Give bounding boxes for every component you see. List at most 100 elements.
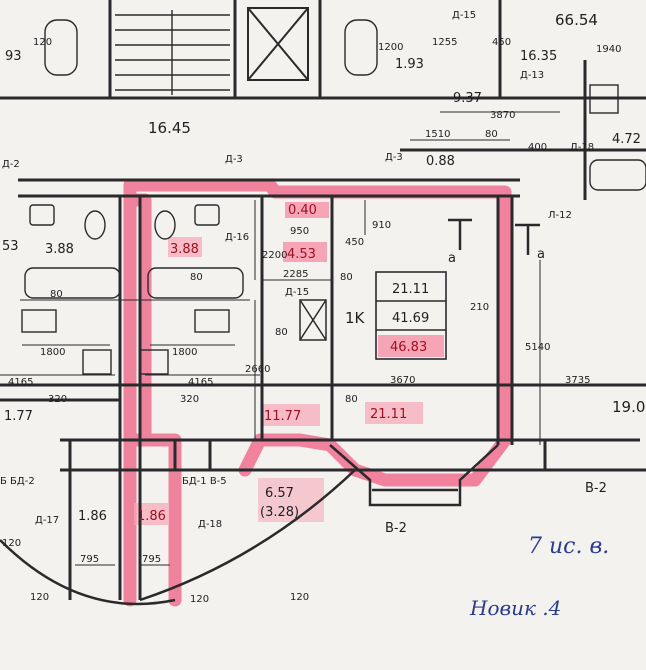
label-1800-b: 1800	[172, 347, 197, 358]
label-4165-a: 4165	[8, 377, 33, 388]
label-3-88-b: 3.88	[170, 242, 199, 257]
label-3870: 3870	[490, 110, 515, 121]
label-1-86-b: 1.86	[137, 509, 166, 524]
lift-shaft-2	[299, 299, 327, 341]
label-80-c: 80	[340, 272, 353, 283]
label-l12: Л-12	[548, 210, 572, 221]
label-d18-b: Д-18	[198, 519, 222, 530]
label-21-11: 21.11	[370, 407, 407, 422]
kitchen-sink-icon	[194, 309, 230, 333]
dimension-lines	[0, 111, 560, 566]
handwriting-note-1: 7 ис. в.	[528, 534, 609, 559]
bathtub-right-icon	[589, 159, 646, 191]
label-3-88-a: 3.88	[45, 242, 74, 257]
label-120: 120	[33, 37, 52, 48]
sink-icon	[84, 210, 106, 240]
lift-diag-2	[247, 7, 309, 81]
bathtub-icon	[147, 267, 244, 299]
label-d3-a: Д-3	[225, 154, 243, 165]
summary-total-area: 41.69	[392, 311, 429, 326]
label-3735: 3735	[565, 375, 590, 386]
walls	[0, 0, 646, 600]
sink-top-right-icon	[589, 84, 619, 114]
label-80-e: 80	[345, 394, 358, 405]
label-1-86-a: 1.86	[78, 509, 107, 524]
kitchen-sink-icon	[21, 309, 57, 333]
bay-left	[329, 444, 499, 507]
highlight-cell-11-77	[262, 404, 320, 426]
label-2285: 2285	[283, 269, 308, 280]
toilet-icon	[194, 204, 220, 226]
label-1800-a: 1800	[40, 347, 65, 358]
label-210: 210	[470, 302, 489, 313]
label-910: 910	[372, 220, 391, 231]
shaft-small-d2	[299, 299, 327, 341]
label-2660: 2660	[245, 364, 270, 375]
section-letter-a-2: a	[537, 247, 545, 262]
lift-box	[247, 7, 309, 81]
label-320-b: 320	[180, 394, 199, 405]
label-120-d: 120	[290, 592, 309, 603]
label-d2: Д-2	[2, 159, 20, 170]
label-d18-right: Д-18	[570, 142, 594, 153]
label-1-77: 1.77	[4, 409, 33, 424]
label-80-d: 80	[275, 327, 288, 338]
label-120-b: 120	[30, 592, 49, 603]
label-120-c: 120	[190, 594, 209, 605]
label-b2-a: В-2	[385, 521, 407, 536]
label-4-53: 4.53	[287, 247, 316, 262]
label-450: 450	[492, 37, 511, 48]
label-hall: 16.45	[148, 119, 191, 137]
toilet-top-icon	[44, 19, 78, 76]
highlight-cell-6-57	[258, 478, 324, 522]
label-4-72: 4.72	[612, 132, 641, 147]
highlight-bath-wall	[123, 193, 152, 447]
label-1200: 1200	[378, 42, 403, 53]
label-3-28: (3.28)	[260, 505, 299, 520]
shaft-small	[299, 299, 327, 341]
label-4165-b: 4165	[188, 377, 213, 388]
summary-living-area: 21.11	[392, 282, 429, 297]
stove-icon	[82, 349, 112, 375]
fixtures	[21, 19, 646, 375]
balcony-arc-left	[0, 539, 176, 606]
label-120-a: 120	[2, 538, 21, 549]
label-19: 19.0	[612, 398, 645, 416]
toilet-icon	[29, 204, 55, 226]
label-1510: 1510	[425, 129, 450, 140]
label-bd1: БД-1 В-5	[182, 476, 227, 487]
highlight-cell-21-11	[365, 402, 423, 424]
balcony-arc-right	[139, 469, 356, 602]
label-bd2: Б БД-2	[0, 476, 35, 487]
label-3670: 3670	[390, 375, 415, 386]
label-0-40: 0.40	[288, 203, 317, 218]
label-80-a: 80	[50, 289, 63, 300]
label-1940: 1940	[596, 44, 621, 55]
labels: 66.54 93 120 1200 1.93 Д-15 Д-13 1255 45…	[0, 10, 645, 620]
label-450-b: 450	[345, 237, 364, 248]
label-80-top: 80	[485, 129, 498, 140]
staircase	[115, 10, 230, 95]
label-d3-b: Д-3	[385, 152, 403, 163]
label-0-88: 0.88	[426, 154, 455, 169]
label-1-93: 1.93	[395, 57, 424, 72]
label-d15: Д-15	[452, 10, 476, 21]
sink-icon	[154, 210, 176, 240]
bay-window	[329, 444, 499, 507]
highlight-cell-1-86	[134, 503, 168, 525]
label-16-35: 16.35	[520, 49, 557, 64]
label-795-b: 795	[142, 554, 161, 565]
label-d13: Д-13	[520, 70, 544, 81]
label-80-b: 80	[190, 272, 203, 283]
highlight-cell-0-40	[285, 202, 329, 218]
handwriting-note-2: Новик .4	[469, 596, 561, 620]
stove-icon	[139, 349, 169, 375]
label-93: 93	[5, 49, 22, 64]
section-markers	[448, 218, 540, 255]
summary-table-frame	[375, 271, 447, 360]
label-d16: Д-16	[225, 232, 249, 243]
label-1k: 1K	[345, 309, 366, 327]
highlight-cell-46-83	[378, 335, 444, 357]
label-b2-b: В-2	[585, 481, 607, 496]
